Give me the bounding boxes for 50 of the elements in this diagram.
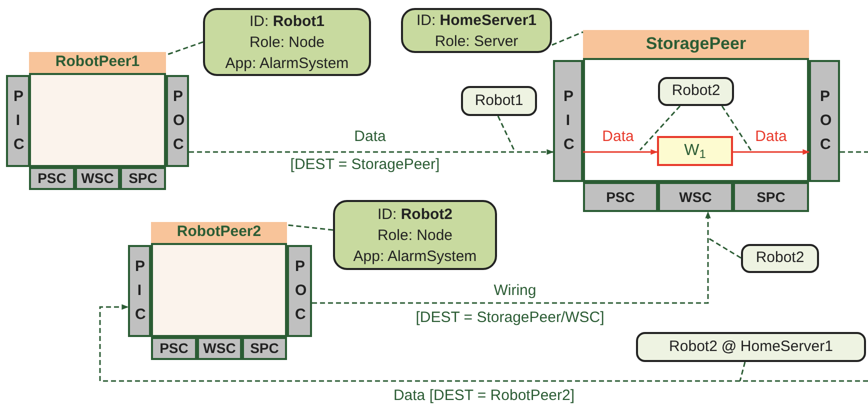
arrow — [189, 149, 554, 155]
port-cell: PSC — [29, 167, 75, 190]
port-bar: PIC — [553, 60, 583, 182]
arrow — [583, 149, 658, 155]
leader-line — [708, 237, 742, 259]
peer-header: RobotPeer1 — [29, 52, 166, 75]
port-cell: WSC — [197, 337, 242, 360]
edge-label: Data — [602, 126, 634, 147]
leader-line — [739, 362, 746, 382]
arrow — [99, 304, 868, 382]
port-cell: PSC — [151, 337, 197, 360]
port-bar: PIC — [128, 245, 151, 337]
leader-line — [166, 41, 204, 56]
edge-label: Data — [354, 126, 386, 147]
leader-line — [286, 224, 334, 231]
peer-header: StoragePeer — [583, 30, 809, 60]
info-bubble: ID: Robot2 Role: Node App: AlarmSystem — [333, 200, 497, 270]
peer-header: RobotPeer2 — [151, 222, 287, 245]
info-bubble: ID: HomeServer1 Role: Server — [401, 8, 552, 53]
port-cell: SPC — [120, 167, 166, 190]
edge-label: Data — [755, 126, 787, 147]
leader-line — [497, 116, 516, 152]
leader-line — [840, 151, 868, 153]
leader-line — [552, 31, 584, 46]
port-cell: PSC — [583, 182, 658, 212]
port-cell: WSC — [75, 167, 120, 190]
info-bubble: ID: Robot1 Role: Node App: AlarmSystem — [203, 8, 371, 76]
port-bar: POC — [287, 245, 312, 337]
port-cell: SPC — [242, 337, 287, 360]
port-cell: WSC — [658, 182, 733, 212]
tag-bubble: Robot2 @ HomeServer1 — [636, 332, 866, 362]
tag-bubble: Robot2 — [741, 244, 819, 273]
task-box: W$_{1}$ — [657, 136, 733, 166]
arrow — [312, 211, 711, 304]
port-bar: POC — [809, 60, 840, 182]
peer-frame — [583, 30, 809, 182]
tag-bubble: Robot1 — [461, 86, 537, 116]
leader-line — [639, 106, 681, 150]
port-bar: PIC — [6, 75, 30, 167]
leader-line — [721, 106, 753, 152]
arrow — [733, 149, 810, 155]
port-cell: SPC — [733, 182, 809, 212]
peer-frame — [151, 222, 287, 337]
route-label: [DEST = StoragePeer] — [290, 154, 440, 175]
edge-label: Wiring — [494, 280, 536, 301]
edge-label: Data [DEST = RobotPeer2] — [393, 386, 575, 406]
tag-bubble: Robot2 — [658, 77, 734, 106]
route-label: [DEST = StoragePeer/WSC] — [416, 308, 604, 328]
port-bar: POC — [166, 75, 189, 167]
peer-frame — [29, 52, 166, 167]
